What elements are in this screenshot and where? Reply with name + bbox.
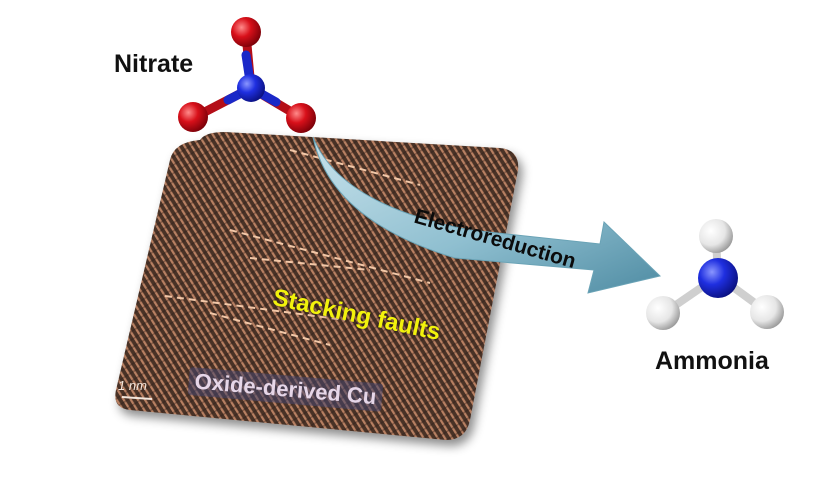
- scale-bar: [121, 396, 153, 400]
- nitrogen-atom: [237, 74, 265, 102]
- electroreduction-arrow: [312, 136, 662, 294]
- nitrate-label: Nitrate: [114, 50, 194, 78]
- oxygen-atom: [231, 17, 261, 47]
- oxygen-atom: [286, 103, 316, 133]
- ammonia-label: Ammonia: [655, 347, 769, 375]
- nitrate-molecule: [178, 17, 316, 133]
- hydrogen-atom: [750, 295, 784, 329]
- scale-bar-label: 1 nm: [118, 378, 147, 393]
- hydrogen-atom: [646, 296, 680, 330]
- stacking-fault-lines: [164, 149, 431, 346]
- ammonia-molecule: [646, 219, 784, 330]
- hydrogen-atom: [699, 219, 733, 253]
- oxygen-atom: [178, 102, 208, 132]
- cu-lattice-slab: [115, 132, 519, 440]
- nitrogen-atom: [698, 258, 738, 298]
